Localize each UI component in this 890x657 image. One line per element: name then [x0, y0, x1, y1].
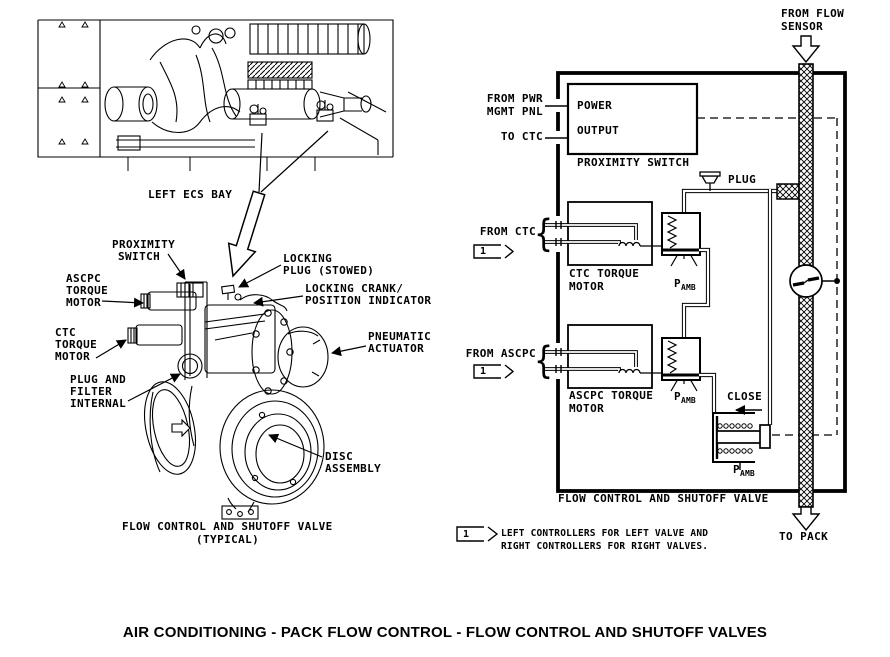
- label-proximity-switch: PROXIMITY: [112, 238, 176, 251]
- p-amb-label: PAMB: [733, 463, 755, 479]
- coil-icon: [618, 241, 641, 247]
- label-proximity-switch: SWITCH: [118, 250, 161, 263]
- label-ascpc-torque-motor: ASCPC: [66, 272, 102, 285]
- label-ctc-torque-motor: TORQUE: [55, 338, 98, 351]
- inlet-label: SENSOR: [781, 20, 824, 33]
- brace-icon: {: [534, 212, 554, 256]
- proximity-switch-label: PROXIMITY SWITCH: [577, 156, 690, 169]
- bay-label: LEFT ECS BAY: [148, 188, 233, 201]
- output-port-label: OUTPUT: [577, 124, 620, 137]
- ecs-bay-drawing: [37, 19, 394, 171]
- footnote-flag: 1: [463, 529, 470, 540]
- label-disc-assembly: ASSEMBLY: [325, 462, 382, 475]
- ascpc-torque-motor-label: MOTOR: [569, 402, 605, 415]
- coil-icon: [618, 368, 641, 374]
- label-locking-plug: LOCKING: [283, 252, 333, 265]
- outlet-label: TO PACK: [779, 530, 829, 543]
- label-locking-plug: PLUG (STOWED): [283, 264, 375, 277]
- ref-flag-1: 1: [480, 246, 487, 257]
- valve-enclosure-box: [556, 71, 847, 493]
- label-ascpc-torque-motor: TORQUE: [66, 284, 109, 297]
- bay-valve-right: [316, 100, 334, 122]
- valve-drawing-caption: (TYPICAL): [196, 533, 260, 546]
- butterfly-valve-icon: [789, 264, 840, 298]
- brace-icon: {: [534, 339, 554, 383]
- pneumatic-schematic: [456, 35, 847, 542]
- bay-valve-left: [249, 104, 267, 126]
- spring-icon: [666, 215, 678, 249]
- spring-icon: [666, 340, 678, 374]
- label-ascpc-torque-motor: MOTOR: [66, 296, 102, 309]
- label-pneumatic-actuator: ACTUATOR: [368, 342, 425, 355]
- from-pwr-label: FROM PWR: [486, 92, 543, 105]
- ctc-torque-motor-symbol: [545, 201, 662, 266]
- label-plug-and-filter: FILTER: [70, 385, 113, 398]
- valve-drawing: [127, 281, 329, 520]
- proximity-switch-symbol: [566, 82, 699, 156]
- spring-coils-icon: [717, 423, 753, 454]
- ascpc-flapper-valve-symbol: [661, 337, 717, 413]
- schematic-box-label: FLOW CONTROL AND SHUTOFF VALVE: [558, 492, 769, 505]
- ascpc-torque-motor-label: ASCPC TORQUE: [569, 389, 654, 402]
- from-ctc-label: FROM CTC: [479, 225, 536, 238]
- plug-icon: [699, 171, 721, 191]
- from-ascpc-label: FROM ASCPC: [465, 347, 536, 360]
- close-label: CLOSE: [727, 390, 763, 403]
- label-ctc-torque-motor: CTC: [55, 326, 77, 339]
- ctc-torque-motor-label: MOTOR: [569, 280, 605, 293]
- ascpc-torque-motor-symbol: [545, 324, 662, 389]
- label-locking-crank: POSITION INDICATOR: [305, 294, 432, 307]
- nozzle-icon: [670, 253, 698, 267]
- label-pneumatic-actuator: PNEUMATIC: [368, 330, 432, 343]
- from-pwr-label: MGMT PNL: [486, 105, 543, 118]
- label-disc-assembly: DISC: [325, 450, 354, 463]
- ctc-torque-motor-label: CTC TORQUE: [569, 267, 640, 280]
- ref-flag-1: 1: [480, 366, 487, 377]
- plug-label: PLUG: [728, 173, 757, 186]
- p-amb-label: PAMB: [674, 390, 696, 406]
- label-locking-crank: LOCKING CRANK/: [305, 282, 404, 295]
- ref-flag-icons: [456, 244, 515, 542]
- inlet-label: FROM FLOW: [781, 7, 845, 20]
- sense-line-pipes: [681, 188, 798, 425]
- footnote-text: RIGHT CONTROLLERS FOR RIGHT VALVES.: [501, 541, 709, 552]
- to-pack-arrow-icon: [791, 506, 821, 532]
- nozzle-icon: [670, 378, 698, 392]
- from-flow-sensor-arrow-icon: [791, 35, 821, 64]
- duct-tap-icon: [776, 183, 800, 200]
- label-ctc-torque-motor: MOTOR: [55, 350, 91, 363]
- label-plug-and-filter: PLUG AND: [70, 373, 127, 386]
- to-ctc-label: TO CTC: [500, 130, 543, 143]
- leader-lines: [95, 253, 367, 458]
- footnote-text: LEFT CONTROLLERS FOR LEFT VALVE AND: [501, 528, 709, 539]
- actuator-symbol: [712, 405, 771, 470]
- label-plug-and-filter: INTERNAL: [70, 397, 127, 410]
- ctc-flapper-valve-symbol: [661, 212, 711, 338]
- valve-drawing-caption: FLOW CONTROL AND SHUTOFF VALVE: [122, 520, 333, 533]
- power-port-label: POWER: [577, 99, 613, 112]
- p-amb-label: PAMB: [674, 277, 696, 293]
- callout-arrow: [227, 130, 329, 278]
- page-title: AIR CONDITIONING - PACK FLOW CONTROL - F…: [122, 624, 768, 641]
